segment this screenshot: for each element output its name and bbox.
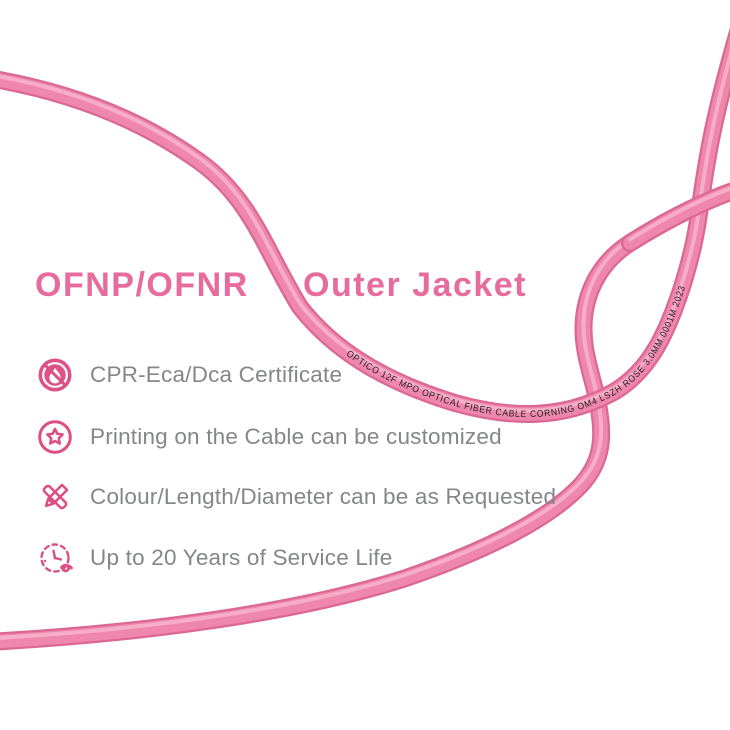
cable-printed-strand xyxy=(0,29,730,415)
cable-crossing-overlay xyxy=(630,185,730,244)
cable-print-text: OPTICO 12F MPO OPTICAL FIBER CABLE CORNI… xyxy=(345,284,687,419)
cable-loop-strand xyxy=(0,185,730,643)
